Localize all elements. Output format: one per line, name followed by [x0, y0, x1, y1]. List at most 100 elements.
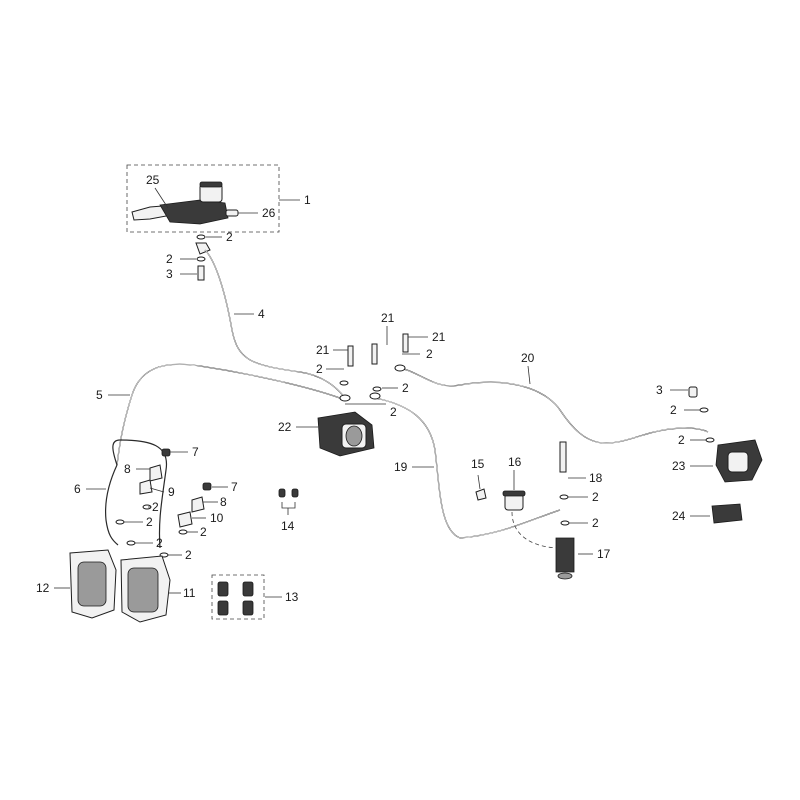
callout-9: 9 [168, 485, 175, 499]
callout-4: 4 [258, 307, 265, 321]
abs-motor-cap-drawing [345, 425, 363, 447]
callout-2-mc-a: 2 [226, 230, 233, 244]
bolt-21-c [402, 333, 409, 353]
master-cylinder-banjo-fitting [180, 234, 222, 281]
washer-drawing-2 [196, 256, 206, 262]
brake-switch-drawing [225, 209, 239, 217]
reservoir-16-cap [502, 490, 526, 497]
pad-c [217, 600, 229, 616]
callout-2-front-c: 2 [156, 536, 163, 550]
bleeder-8-b [191, 496, 205, 513]
bleeder-8-a [149, 464, 163, 482]
callout-11: 11 [183, 586, 196, 600]
bolt-3-rear [688, 386, 698, 398]
callout-22: 22 [278, 420, 292, 434]
hose-20 [399, 367, 709, 444]
callout-23: 23 [672, 459, 686, 473]
item-1-group-box [126, 164, 280, 233]
washer-front-c [126, 540, 136, 546]
leader-25 [154, 187, 169, 209]
abs-fitting-2 [369, 392, 381, 400]
hose-6b [105, 464, 119, 546]
callout-19: 19 [394, 460, 408, 474]
callout-8-b: 8 [220, 495, 227, 509]
callout-2-rear-c: 2 [670, 403, 677, 417]
bleeder-cap-7-a [161, 448, 171, 457]
callout-14: 14 [281, 519, 295, 533]
rear-caliper-23-piston [727, 451, 749, 473]
callout-labels: 1 25 26 2 2 3 4 5 6 7 8 9 2 2 2 7 8 10 2… [36, 173, 686, 604]
callout-1: 1 [304, 193, 311, 207]
brake-pads-front [211, 488, 299, 620]
callout-3-rear: 3 [656, 383, 663, 397]
callout-3-mc: 3 [166, 267, 173, 281]
rear-master-cylinder-assembly [475, 441, 593, 580]
washer-front-d [178, 529, 188, 535]
brake-hoses [86, 249, 709, 549]
callout-24: 24 [672, 509, 686, 523]
callout-13: 13 [285, 590, 299, 604]
front-bleeder-and-fittings [115, 448, 228, 558]
callout-8-a: 8 [124, 462, 131, 476]
washer-front-b [115, 519, 125, 525]
hose-6a [112, 439, 168, 549]
washer-abs-b [372, 386, 382, 392]
bolt-21-a [347, 345, 354, 367]
callout-2-mc-b: 2 [166, 252, 173, 266]
front-calipers [54, 549, 181, 623]
callout-16: 16 [508, 455, 522, 469]
callout-26: 26 [262, 206, 276, 220]
callout-12: 12 [36, 581, 50, 595]
callout-10: 10 [210, 511, 224, 525]
caliper-11-piston [127, 567, 159, 613]
callout-21-a: 21 [316, 343, 330, 357]
leader-14 [281, 502, 296, 515]
callout-18: 18 [589, 471, 603, 485]
callout-21-c: 21 [432, 330, 446, 344]
bolt-21-b [371, 343, 378, 365]
callout-2-rear-a: 2 [592, 490, 599, 504]
callout-21-b: 21 [381, 311, 395, 325]
callout-2-front-d: 2 [200, 525, 207, 539]
banjo-bolt-drawing [197, 265, 205, 281]
master-cylinder-body-drawing [159, 199, 229, 225]
washer-rear-b [560, 520, 570, 526]
callout-17: 17 [597, 547, 611, 561]
abs-fitting-3 [394, 364, 406, 372]
callout-7-a: 7 [192, 445, 199, 459]
callout-2-front-e: 2 [185, 548, 192, 562]
banjo-drawing [195, 242, 211, 255]
fitting-10 [177, 511, 193, 528]
hose-4 [204, 249, 346, 399]
pin-14-b [291, 488, 299, 498]
callout-25: 25 [146, 173, 160, 187]
front-master-cylinder-assembly [126, 164, 300, 233]
callout-6: 6 [74, 482, 81, 496]
reservoir-cap-drawing [199, 181, 223, 188]
callout-7-b: 7 [231, 480, 238, 494]
washer-rear-a [559, 494, 569, 500]
washer-abs-a [339, 380, 349, 386]
washer-drawing [196, 234, 206, 240]
washer-rear-c [699, 407, 709, 413]
hose-5 [116, 363, 346, 466]
callout-2-front-a: 2 [152, 500, 159, 514]
abs-fitting-1 [339, 394, 351, 402]
fitting-9 [139, 479, 153, 495]
clip-15 [475, 488, 487, 501]
callout-5: 5 [96, 388, 103, 402]
rear-master-17-body [555, 537, 575, 573]
push-rod-18 [559, 441, 567, 473]
callout-2-abs-b: 2 [402, 381, 409, 395]
caliper-12-piston [77, 561, 107, 607]
rear-master-17-end [557, 572, 573, 580]
bleeder-cap-7-b [202, 482, 212, 491]
leader-9 [149, 487, 165, 493]
reservoir-hose [511, 511, 561, 549]
callout-2-abs-d: 2 [426, 347, 433, 361]
pin-14-a [278, 488, 286, 498]
pad-d [242, 600, 254, 616]
leader-20 [527, 365, 531, 385]
callout-2-front-b: 2 [146, 515, 153, 529]
